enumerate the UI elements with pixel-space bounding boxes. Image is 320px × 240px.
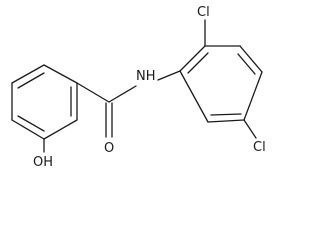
bond-carbonyl-n [108,85,137,103]
bond-d4-d5 [243,71,263,121]
bond-d3-d4 [239,45,263,73]
bond-c1-c2 [43,64,78,84]
dichlorophenyl-ring [179,45,263,123]
bond-c5-c6 [43,119,78,140]
bond-d5-cl [243,119,257,139]
bond-d6-d1 [179,70,209,123]
bond-d5-d6 [207,119,245,123]
amine-label: NH [136,69,156,84]
skeletal-formula: Cl Cl NH O OH [11,5,266,170]
bond-n-aryl [157,70,181,81]
chlorine-label-bottom: Cl [253,140,266,155]
inner-bond-c2-c3 [17,72,45,89]
amide-group [76,70,181,138]
carbonyl-oxygen-label: O [104,141,114,156]
hydroxyl-label: OH [33,155,53,170]
bond-d1-d2 [179,45,206,72]
hydroxyphenyl-ring [11,64,78,140]
bond-c4-c5 [11,119,45,140]
inner-bond-d1-d2 [187,52,209,74]
bond-ring-carbonyl [76,82,110,103]
inner-bond-d5-d6 [210,113,242,116]
bond-c2-c3 [11,64,45,84]
inner-bond-c4-c5 [17,115,45,132]
inner-bond-d3-d4 [237,53,256,75]
chlorine-label-top: Cl [197,5,210,20]
structure-canvas: Cl Cl NH O OH [11,5,266,170]
